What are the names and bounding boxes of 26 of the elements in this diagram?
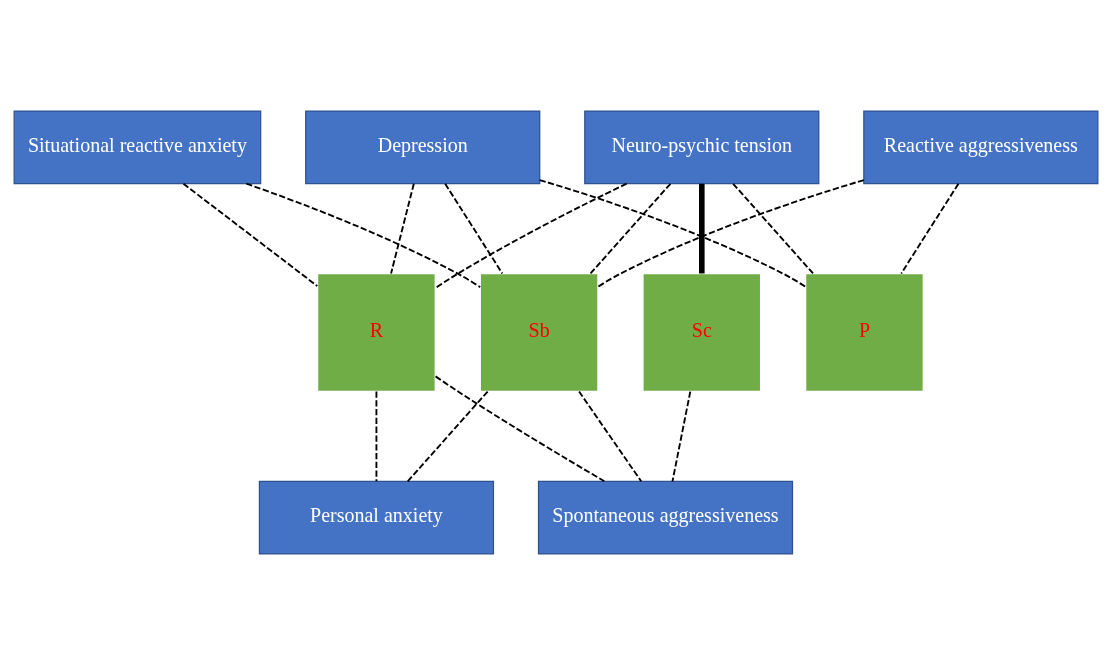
connector — [538, 179, 807, 288]
connector — [375, 390, 378, 483]
connector — [444, 182, 504, 275]
node-box: Sc — [642, 273, 762, 392]
node-box: P — [805, 273, 924, 392]
node-box: Reactive aggressiveness — [863, 110, 1099, 185]
connector — [589, 182, 672, 275]
node-box: Sb — [479, 273, 599, 392]
node-box: R — [317, 273, 436, 392]
connector — [578, 390, 643, 483]
connector — [390, 182, 415, 275]
connector — [182, 182, 319, 287]
connector — [406, 390, 489, 483]
node-box: Situational reactive anxiety — [13, 110, 262, 185]
connector — [698, 183, 705, 274]
connector — [732, 182, 814, 275]
connector — [434, 182, 628, 290]
node-box: Personal anxiety — [258, 480, 495, 555]
connector — [671, 390, 692, 483]
node-box: Neuro-psychic tension — [584, 110, 820, 185]
connector — [434, 375, 606, 483]
connector — [597, 179, 865, 288]
node-box: Spontaneous aggressiveness — [537, 480, 794, 555]
connector — [900, 182, 960, 275]
connector — [245, 182, 482, 289]
node-box: Depression — [305, 110, 541, 185]
